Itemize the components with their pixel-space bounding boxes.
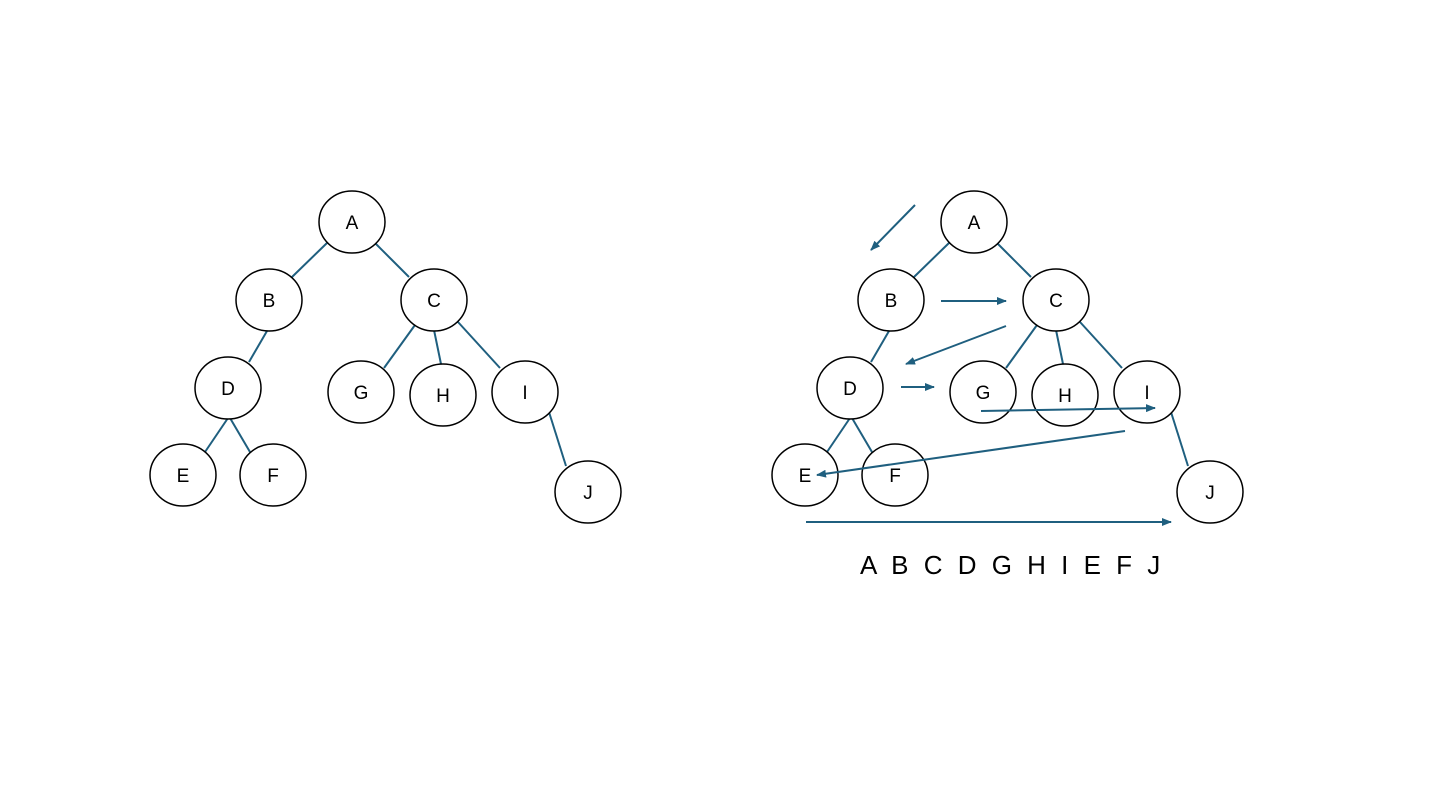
edge-c-g	[383, 324, 416, 369]
traversal-arrows	[806, 204, 1172, 526]
node-b: B	[235, 268, 303, 332]
svg-text:H: H	[436, 386, 450, 407]
arrow-i-to-e	[816, 430, 1126, 478]
arrow-c-to-d	[905, 325, 1007, 365]
edge-a-c	[997, 243, 1032, 278]
svg-text:C: C	[427, 291, 441, 312]
node-d: D	[816, 356, 884, 420]
arrow-into-b	[870, 204, 916, 251]
svg-text:E: E	[799, 466, 812, 487]
edge-a-b	[913, 241, 951, 278]
node-b: B	[857, 268, 925, 332]
svg-text:E: E	[177, 466, 190, 487]
left-tree: A B C D E F G H I J	[149, 190, 622, 524]
svg-text:H: H	[1058, 386, 1072, 407]
edge-c-i	[457, 321, 501, 369]
node-a: A	[318, 190, 386, 254]
edge-d-f	[851, 417, 873, 453]
edge-b-d	[248, 330, 268, 363]
svg-text:C: C	[1049, 291, 1063, 312]
node-j: J	[554, 460, 622, 524]
node-g: G	[949, 360, 1017, 424]
edge-c-h	[1055, 329, 1064, 365]
node-c: C	[400, 268, 468, 332]
right-tree-nodes: A B C D E F G H I J	[771, 190, 1244, 524]
node-g: G	[327, 360, 395, 424]
svg-text:F: F	[267, 466, 279, 487]
edge-c-g	[1005, 324, 1038, 369]
svg-text:D: D	[221, 379, 235, 400]
edge-d-e	[826, 417, 851, 453]
svg-text:J: J	[583, 483, 593, 504]
node-f: F	[861, 443, 929, 507]
left-tree-nodes: A B C D E F G H I J	[149, 190, 622, 524]
edge-c-i	[1079, 321, 1123, 369]
node-e: E	[149, 443, 217, 507]
svg-text:A: A	[346, 213, 359, 234]
node-f: F	[239, 443, 307, 507]
svg-text:I: I	[1144, 383, 1149, 404]
traversal-order-text: A B C D G H I E F J	[860, 550, 1165, 580]
svg-text:G: G	[354, 383, 369, 404]
node-i: I	[491, 360, 559, 424]
node-h: H	[1031, 363, 1099, 427]
edge-i-j	[1170, 411, 1189, 467]
node-h: H	[409, 363, 477, 427]
arrow-g-to-i	[980, 404, 1156, 413]
right-tree-edges	[826, 241, 1189, 467]
svg-text:J: J	[1205, 483, 1215, 504]
svg-text:B: B	[263, 291, 276, 312]
svg-text:A: A	[968, 213, 981, 234]
node-c: C	[1022, 268, 1090, 332]
edge-i-j	[548, 411, 567, 467]
edge-a-b	[291, 241, 329, 278]
node-i: I	[1113, 360, 1181, 424]
svg-text:F: F	[889, 466, 901, 487]
node-d: D	[194, 356, 262, 420]
edge-d-e	[204, 417, 229, 453]
left-tree-edges	[204, 241, 567, 467]
svg-text:G: G	[976, 383, 991, 404]
right-tree: A B C D E F G H I J	[771, 190, 1244, 526]
node-j: J	[1176, 460, 1244, 524]
svg-text:D: D	[843, 379, 857, 400]
edge-b-d	[870, 330, 890, 363]
edge-d-f	[229, 417, 251, 453]
svg-text:B: B	[885, 291, 898, 312]
svg-text:I: I	[522, 383, 527, 404]
node-e: E	[771, 443, 839, 507]
node-a: A	[940, 190, 1008, 254]
edge-a-c	[375, 243, 410, 278]
edge-c-h	[433, 329, 442, 365]
